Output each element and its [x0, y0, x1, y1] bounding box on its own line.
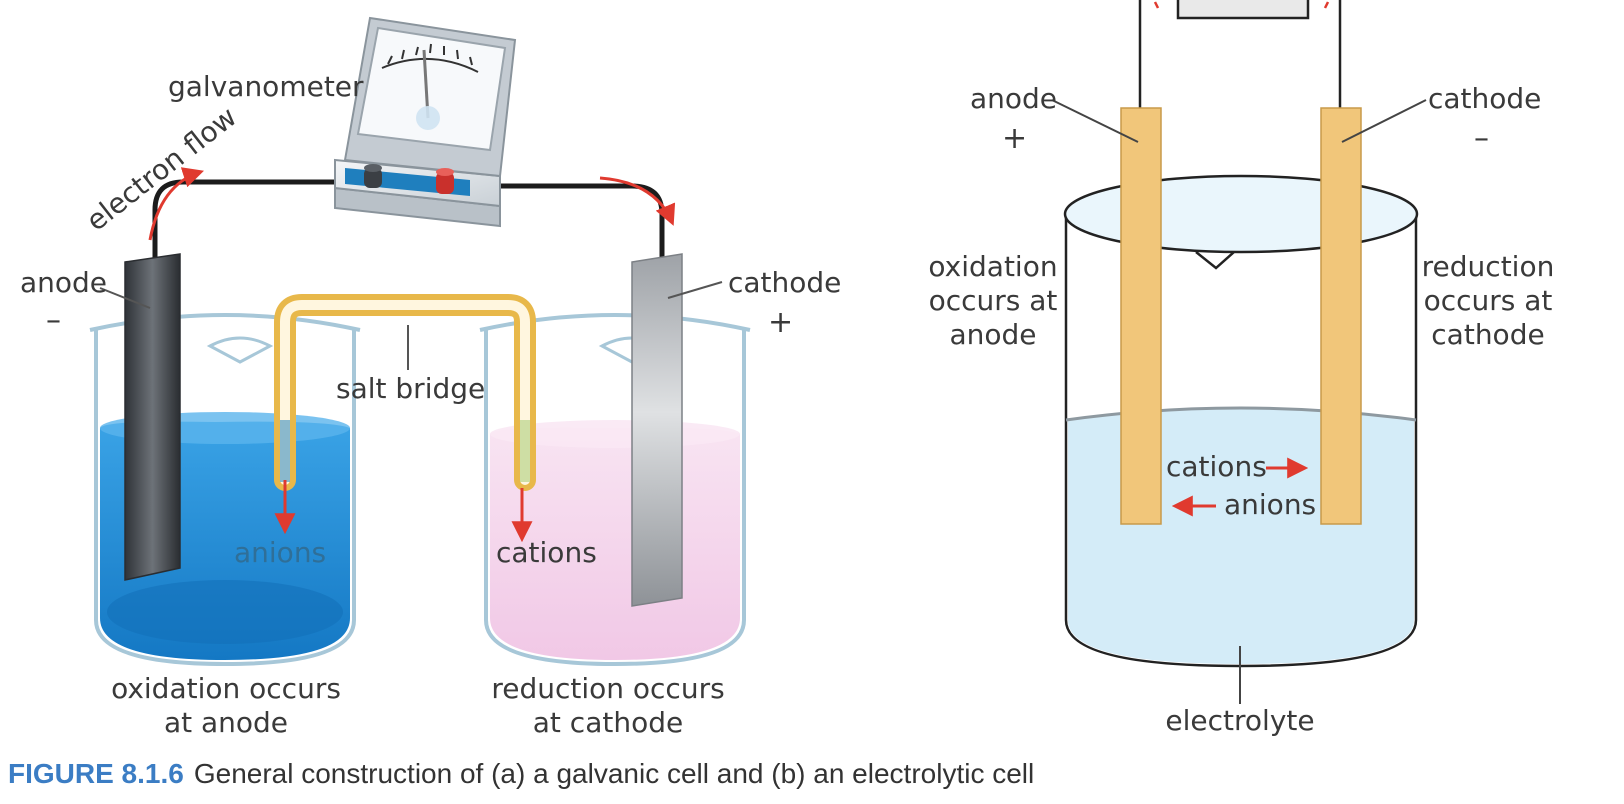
- electrolyte-label: electrolyte: [1165, 704, 1314, 737]
- galvanic-cathode-label: cathode: [728, 266, 841, 299]
- galvanometer: [334, 16, 517, 228]
- external-wire: [152, 179, 360, 258]
- galvanic-anions-label: anions: [234, 536, 326, 569]
- electron-flow-arrow-left: [148, 167, 204, 241]
- electrolytic-anions-label: anions: [1224, 488, 1316, 521]
- oxidation-line1: oxidation occurs: [111, 672, 341, 705]
- electrolytic-anode-electrode: [1120, 107, 1162, 525]
- galvanic-cathode-sign: +: [768, 305, 793, 340]
- electron-flow-label: electron flow: [80, 100, 243, 237]
- reduction-line2: at cathode: [533, 706, 683, 739]
- electrolytic-cell: anode + cathode – oxidation occurs at an…: [928, 0, 1554, 737]
- power-supply-box: [1176, 0, 1310, 20]
- oxidation-line2: at anode: [164, 706, 288, 739]
- red-terminal: [436, 168, 454, 194]
- reduction-line1: reduction occurs: [491, 672, 724, 705]
- electrolytic-cathode-label: cathode: [1428, 82, 1541, 115]
- galvanic-anode-label: anode: [20, 266, 107, 299]
- electrolytic-cathode-sign: –: [1474, 121, 1489, 156]
- electrolytic-reduction-line1: reduction: [1422, 250, 1555, 283]
- electrolytic-oxidation-line1: oxidation: [928, 250, 1057, 283]
- figure-caption-text: General construction of (a) a galvanic c…: [193, 758, 1035, 789]
- galvanometer-label: galvanometer: [168, 70, 364, 103]
- electrolytic-anode-sign: +: [1002, 121, 1027, 156]
- galvanic-anode-sign: –: [46, 303, 61, 338]
- figure-caption: FIGURE 8.1.6 General construction of (a) …: [8, 758, 1034, 798]
- galvanic-cations-label: cations: [496, 536, 597, 569]
- salt-bridge-label: salt bridge: [336, 372, 485, 405]
- electrolytic-cathode-electrode: [1320, 107, 1362, 525]
- electrolytic-reduction-line3: cathode: [1431, 318, 1544, 351]
- electrolytic-reduction-line2: occurs at: [1424, 284, 1553, 317]
- electrolytic-anode-label: anode: [970, 82, 1057, 115]
- electrolytic-oxidation-line2: occurs at: [929, 284, 1058, 317]
- cathode-electrode: [631, 253, 683, 607]
- electrolytic-cations-label: cations: [1166, 450, 1267, 483]
- black-terminal: [364, 164, 382, 188]
- galvanic-cell: galvanometer electron flow anode – catho…: [20, 16, 841, 739]
- figure-number: FIGURE 8.1.6: [8, 758, 184, 789]
- electrolytic-beaker: [1063, 174, 1419, 668]
- electrolytic-oxidation-line3: anode: [949, 318, 1036, 351]
- electron-flow-arrow-right: [599, 176, 676, 226]
- anode-electrode: [124, 253, 181, 581]
